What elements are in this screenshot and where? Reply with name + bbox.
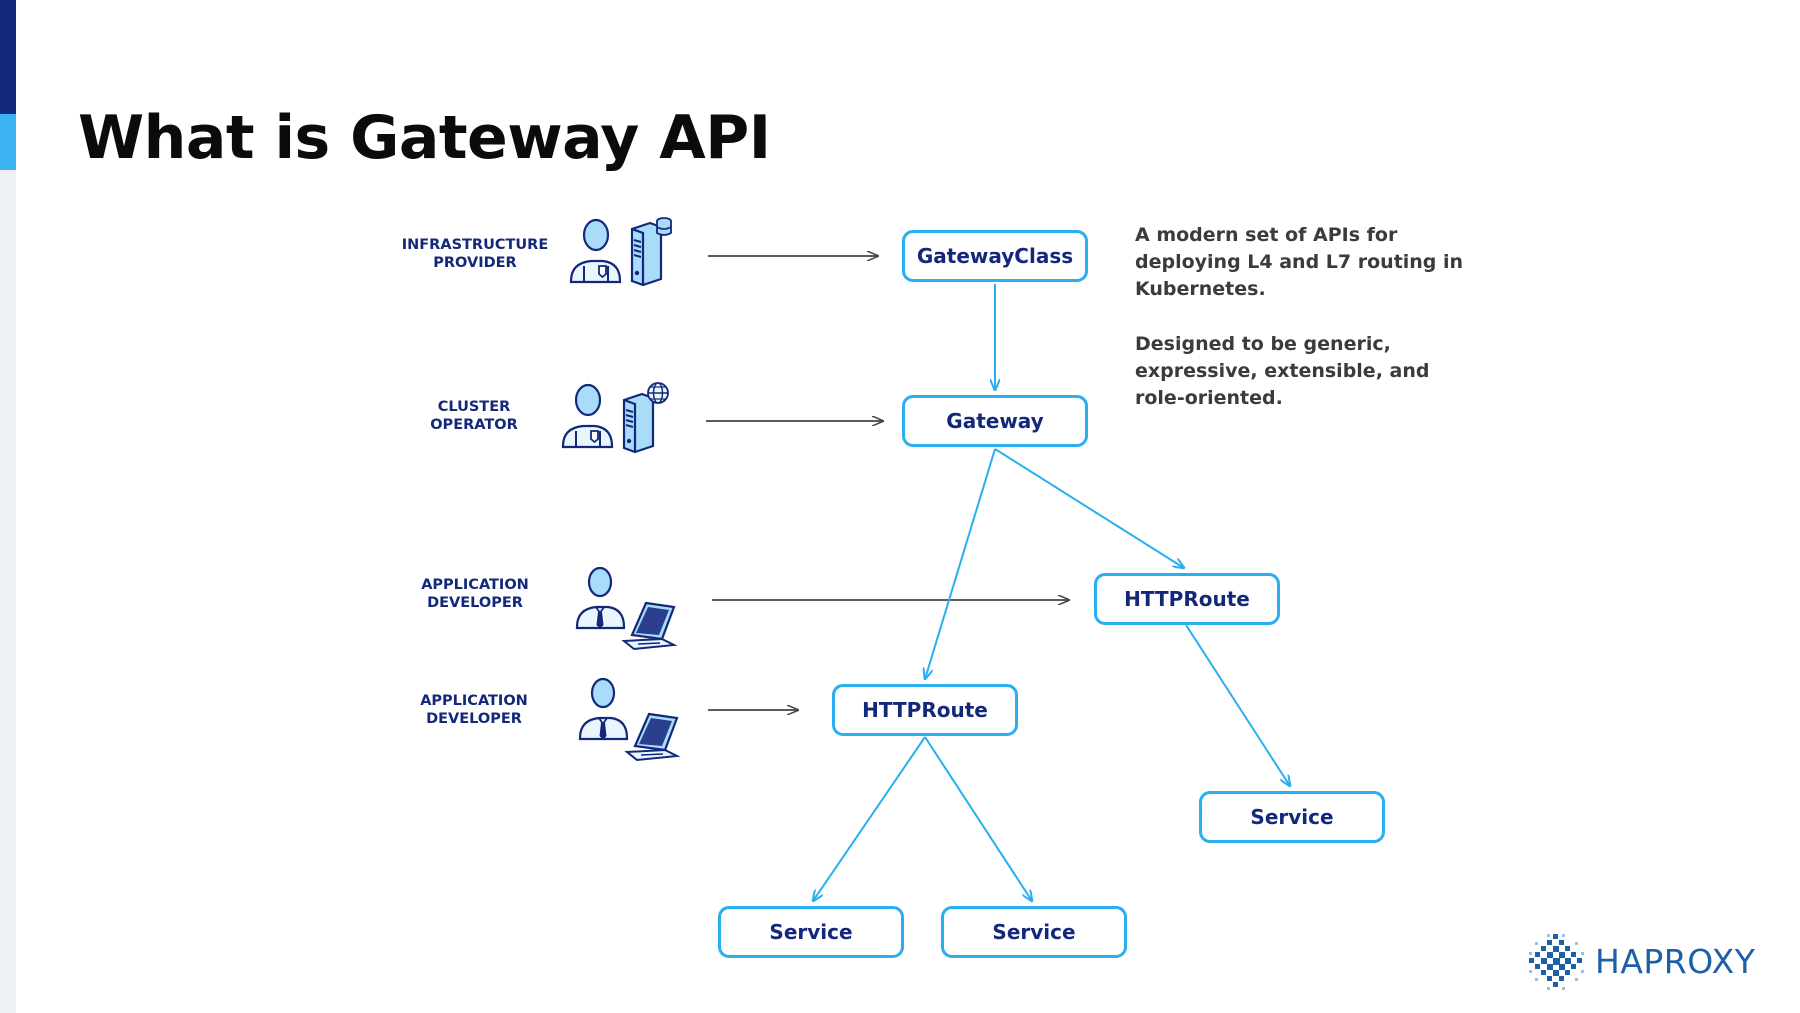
- node-httproute-right[interactable]: HTTPRoute: [1094, 573, 1280, 625]
- haproxy-logo: HAPROXY: [1525, 930, 1775, 994]
- role-label-application-developer: APPLICATION DEVELOPER: [379, 692, 569, 728]
- node-service-bottom-middle[interactable]: Service: [941, 906, 1127, 958]
- role-label-infrastructure-provider: INFRASTRUCTURE PROVIDER: [380, 236, 570, 272]
- application-developer-icon: [575, 566, 678, 651]
- left-accent-bar-light: [0, 114, 16, 170]
- edge-gateway-to-httproute-right: [994, 448, 1184, 568]
- role-label-line: CLUSTER: [437, 399, 511, 415]
- slide-title: What is Gateway API: [78, 103, 771, 173]
- edge-httproute-right-to-service: [1185, 624, 1290, 786]
- node-service-right[interactable]: Service: [1199, 791, 1385, 843]
- node-gateway[interactable]: Gateway: [902, 395, 1088, 447]
- description-paragraph-1: A modern set of APIs for deploying L4 an…: [1135, 224, 1464, 300]
- role-label-application-developer: APPLICATION DEVELOPER: [380, 576, 570, 612]
- role-label-line: DEVELOPER: [426, 711, 522, 727]
- role-label-line: APPLICATION: [421, 577, 529, 593]
- left-accent-bar-dark: [0, 0, 16, 114]
- node-service-bottom-left[interactable]: Service: [718, 906, 904, 958]
- role-label-line: APPLICATION: [420, 693, 528, 709]
- role-label-line: OPERATOR: [430, 417, 518, 433]
- edge-httproute-left-to-service-middle: [924, 736, 1032, 901]
- cluster-operator-icon: [561, 382, 669, 454]
- description-paragraph-2: Designed to be generic, expressive, exte…: [1135, 333, 1430, 409]
- edge-gateway-to-httproute-left: [925, 448, 996, 679]
- role-label-cluster-operator: CLUSTER OPERATOR: [379, 398, 569, 434]
- edge-httproute-left-to-service-left: [813, 736, 926, 901]
- application-developer-icon: [578, 677, 681, 762]
- left-edge-strip: [0, 0, 16, 1013]
- node-gatewayclass[interactable]: GatewayClass: [902, 230, 1088, 282]
- role-label-line: INFRASTRUCTURE: [401, 237, 549, 253]
- node-httproute-left[interactable]: HTTPRoute: [832, 684, 1018, 736]
- role-label-line: PROVIDER: [433, 255, 517, 271]
- infrastructure-provider-icon: [569, 217, 672, 287]
- haproxy-logo-text: HAPROXY: [1595, 942, 1756, 981]
- role-label-line: DEVELOPER: [427, 595, 523, 611]
- haproxy-logo-mark-icon: [1529, 934, 1584, 990]
